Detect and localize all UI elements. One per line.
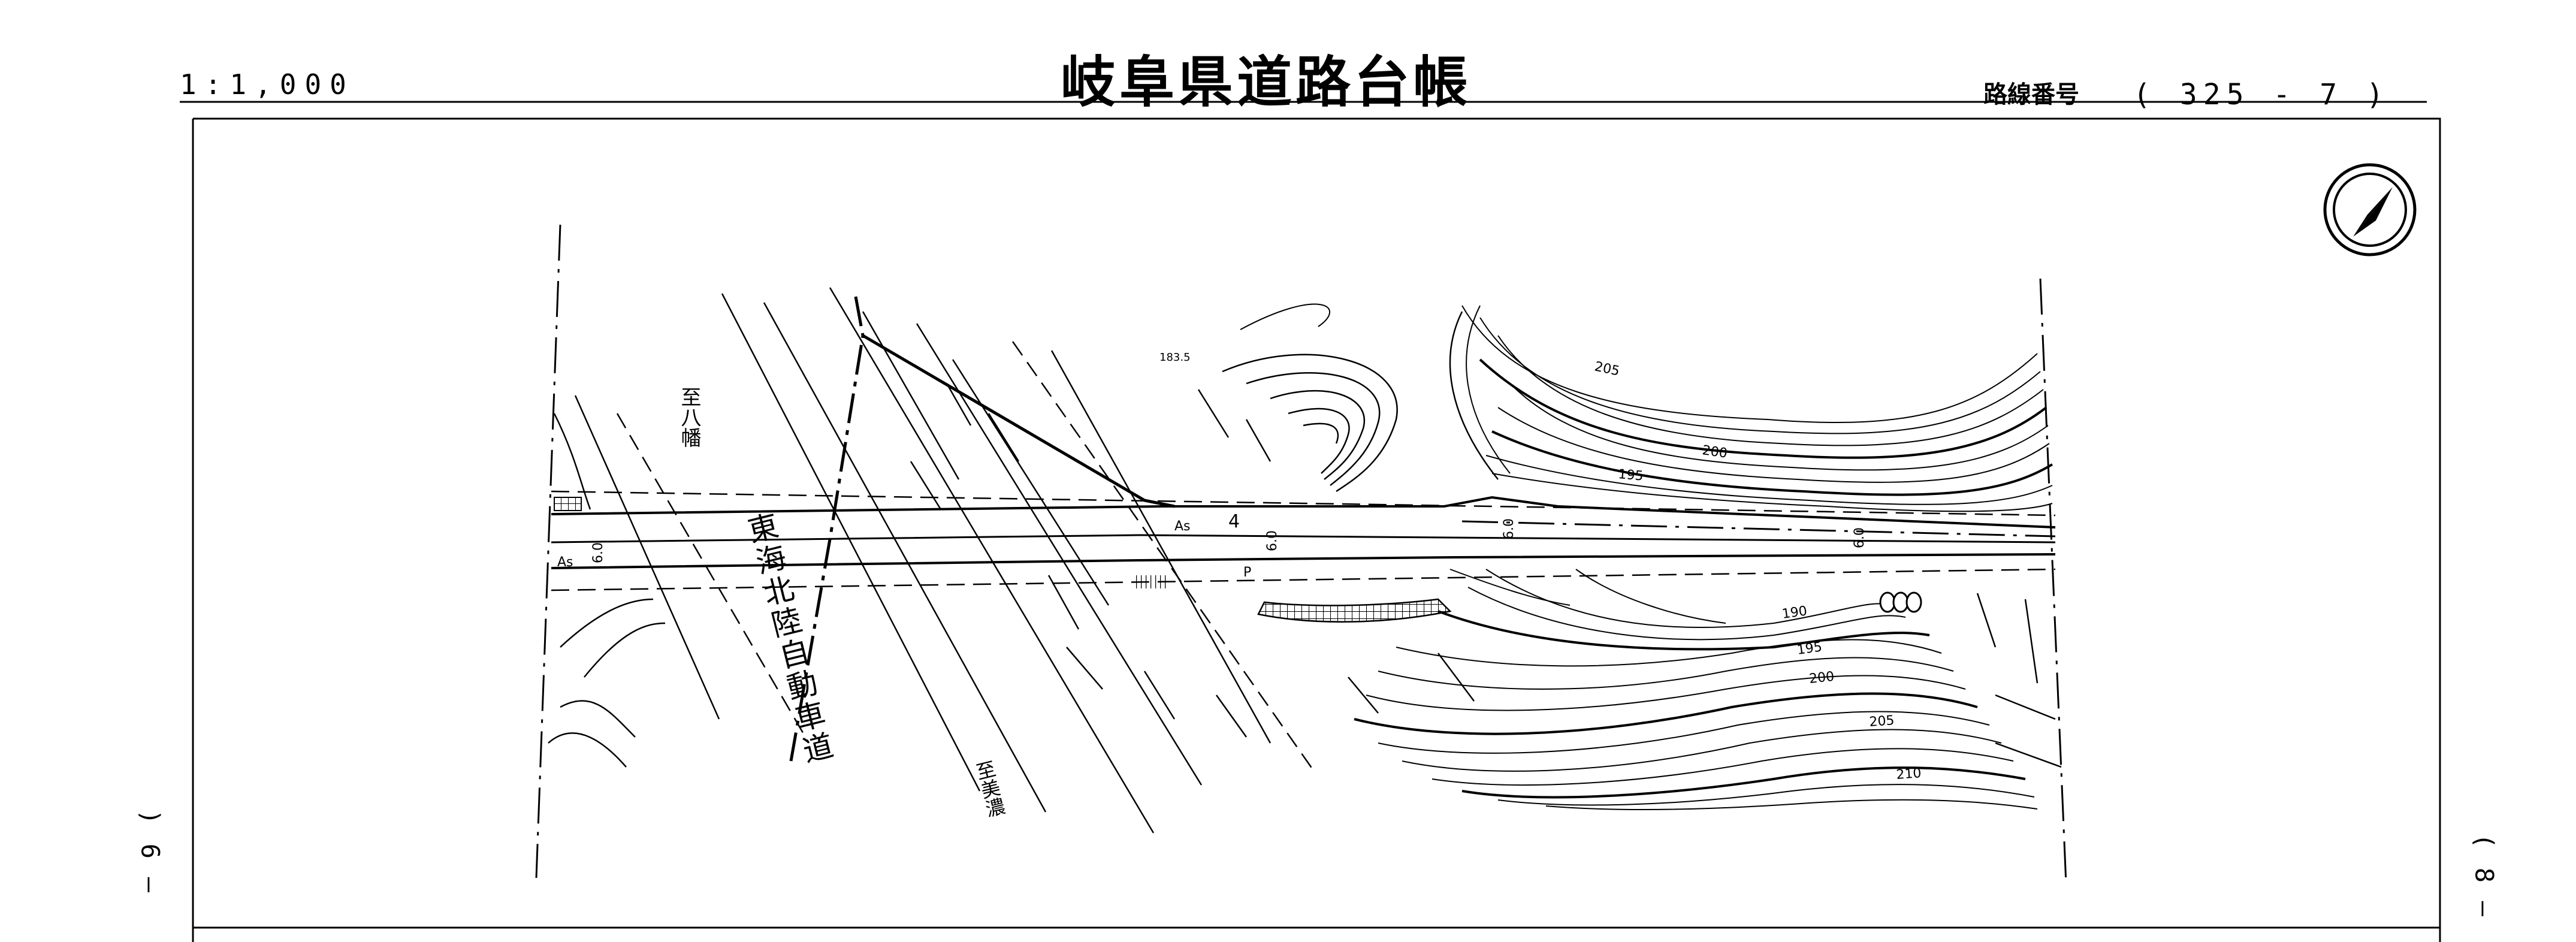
surface-label: As	[557, 555, 573, 570]
culvert-icon	[1879, 591, 1922, 613]
contour-label: 195	[1796, 639, 1823, 658]
contour-label: 183.5	[1159, 351, 1191, 364]
width-label: 6.0	[1852, 527, 1867, 548]
place-label-hachiman: 至八幡	[677, 387, 701, 448]
map-frame	[192, 117, 2441, 942]
route-number-value: ( 325 - 7 )	[2133, 78, 2390, 111]
contour-label: 190	[1781, 603, 1808, 622]
contour-labels: 205 200 195 190 195 200 205 210 183.5	[1159, 351, 1922, 783]
bridge-hatch	[1257, 598, 1452, 623]
contour-label: 205	[1869, 713, 1895, 730]
contour-label: 200	[1808, 669, 1835, 687]
left-side-road	[548, 413, 666, 768]
page-title: 岐阜県道路台帳	[1061, 50, 1472, 114]
expressway-label: 東海北陸自動車道	[740, 509, 836, 769]
se-hill-contours	[1354, 569, 2038, 811]
road-labels: As 6.0 As 4 6.0 6.0 6.0 P	[557, 511, 1867, 580]
route-mark: 4	[1228, 511, 1240, 532]
contour-label: 200	[1701, 443, 1728, 461]
width-label: 6.0	[1502, 518, 1517, 539]
north-arrow-icon	[2323, 163, 2417, 256]
surface-label: As	[1174, 519, 1191, 534]
center-hatch	[1133, 575, 1168, 588]
expressway-lines	[574, 287, 1316, 834]
ne-hill-contours	[1449, 305, 2053, 512]
left-bridge-hatch	[554, 497, 582, 511]
contour-label: 210	[1896, 766, 1922, 783]
place-labels: 至八幡 東海北陸自動車道 至美濃	[677, 387, 1007, 820]
place-label-mino: 至美濃	[971, 758, 1007, 819]
map-boundary-lines	[535, 224, 2067, 884]
scale-label: 1:1,000	[180, 68, 355, 101]
width-label: 6.0	[1265, 530, 1280, 551]
upper-knoll-contours	[1222, 303, 1398, 493]
slope-ticks	[910, 383, 2062, 768]
width-label: 6.0	[591, 542, 606, 563]
parking-mark: P	[1243, 565, 1251, 580]
contour-label: 205	[1593, 359, 1621, 379]
main-road	[551, 490, 2056, 591]
ramp-line	[862, 334, 1175, 508]
contour-label: 195	[1617, 467, 1644, 484]
expressway-centerline	[789, 296, 865, 762]
